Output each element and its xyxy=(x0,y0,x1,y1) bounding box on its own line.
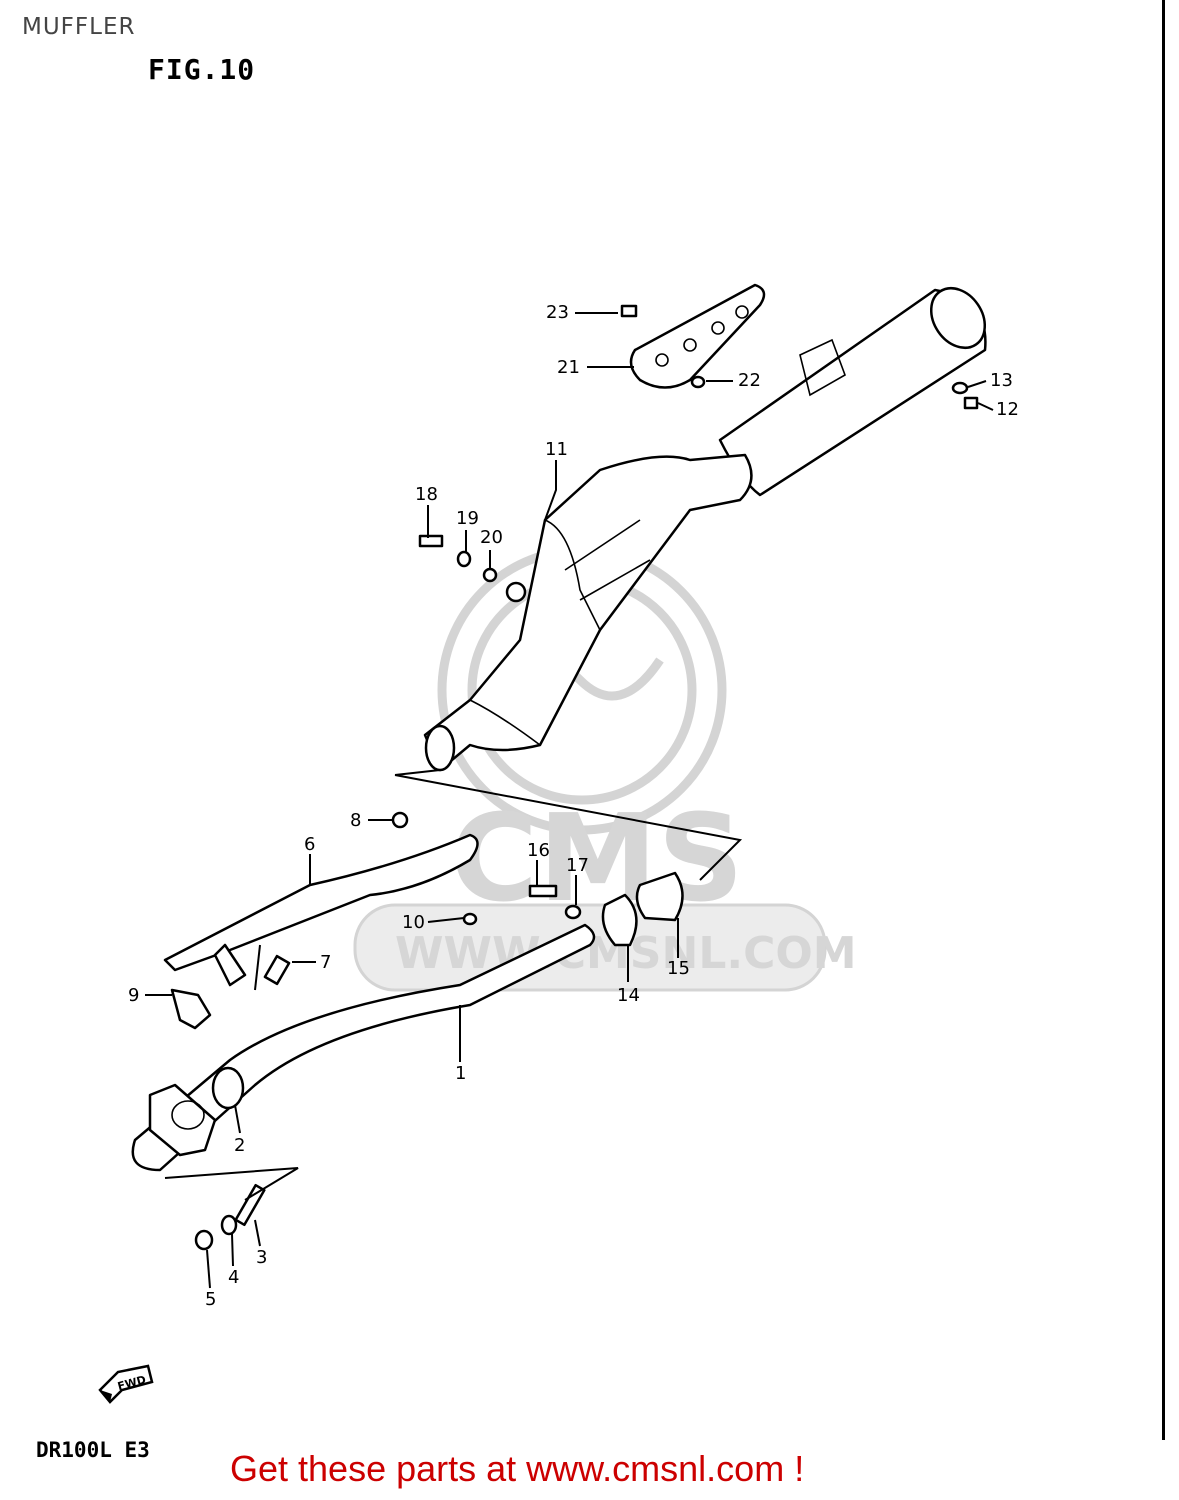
cta-link[interactable]: Get these parts at www.cmsnl.com ! xyxy=(230,1448,805,1489)
fwd-arrow-icon: FWD xyxy=(98,1364,154,1404)
callout-3: 3 xyxy=(256,1247,267,1268)
callout-5: 5 xyxy=(205,1289,216,1310)
callout-8: 8 xyxy=(350,810,361,831)
callout-14: 14 xyxy=(617,985,640,1006)
callout-10: 10 xyxy=(402,912,425,933)
page-edge-rule xyxy=(1162,0,1165,1440)
callout-22: 22 xyxy=(738,370,761,391)
callout-19: 19 xyxy=(456,508,479,529)
model-code: DR100L E3 xyxy=(36,1438,150,1462)
callout-7: 7 xyxy=(320,952,331,973)
assembly-lines xyxy=(164,769,743,1201)
exhaust-pipe xyxy=(131,923,596,1172)
callout-9: 9 xyxy=(128,985,139,1006)
callout-18: 18 xyxy=(415,484,438,505)
figure-label: FIG.10 xyxy=(148,53,256,86)
exploded-parts-diagram: CMS WWW.CMSNL.COM xyxy=(98,283,1019,1404)
watermark: CMS WWW.CMSNL.COM xyxy=(353,545,857,992)
fasteners xyxy=(170,304,979,1251)
leader-lines xyxy=(145,312,994,1289)
callout-20: 20 xyxy=(480,527,503,548)
callout-16: 16 xyxy=(527,840,550,861)
callout-12: 12 xyxy=(996,399,1019,420)
callout-1: 1 xyxy=(455,1063,466,1084)
callout-15: 15 xyxy=(667,958,690,979)
callout-21: 21 xyxy=(557,357,580,378)
callout-2: 2 xyxy=(234,1135,245,1156)
clamp-and-bush xyxy=(601,871,684,947)
callout-23: 23 xyxy=(546,302,569,323)
callout-numbers: 23 21 22 13 12 11 18 19 20 8 6 10 16 17 … xyxy=(128,302,1019,1310)
callout-13: 13 xyxy=(990,370,1013,391)
callout-11: 11 xyxy=(545,439,568,460)
callout-4: 4 xyxy=(228,1267,239,1288)
muffler-body xyxy=(423,287,987,772)
page-title: MUFFLER xyxy=(22,14,136,40)
pipe-guard xyxy=(163,833,479,987)
callout-17: 17 xyxy=(566,855,589,876)
callout-6: 6 xyxy=(304,834,315,855)
